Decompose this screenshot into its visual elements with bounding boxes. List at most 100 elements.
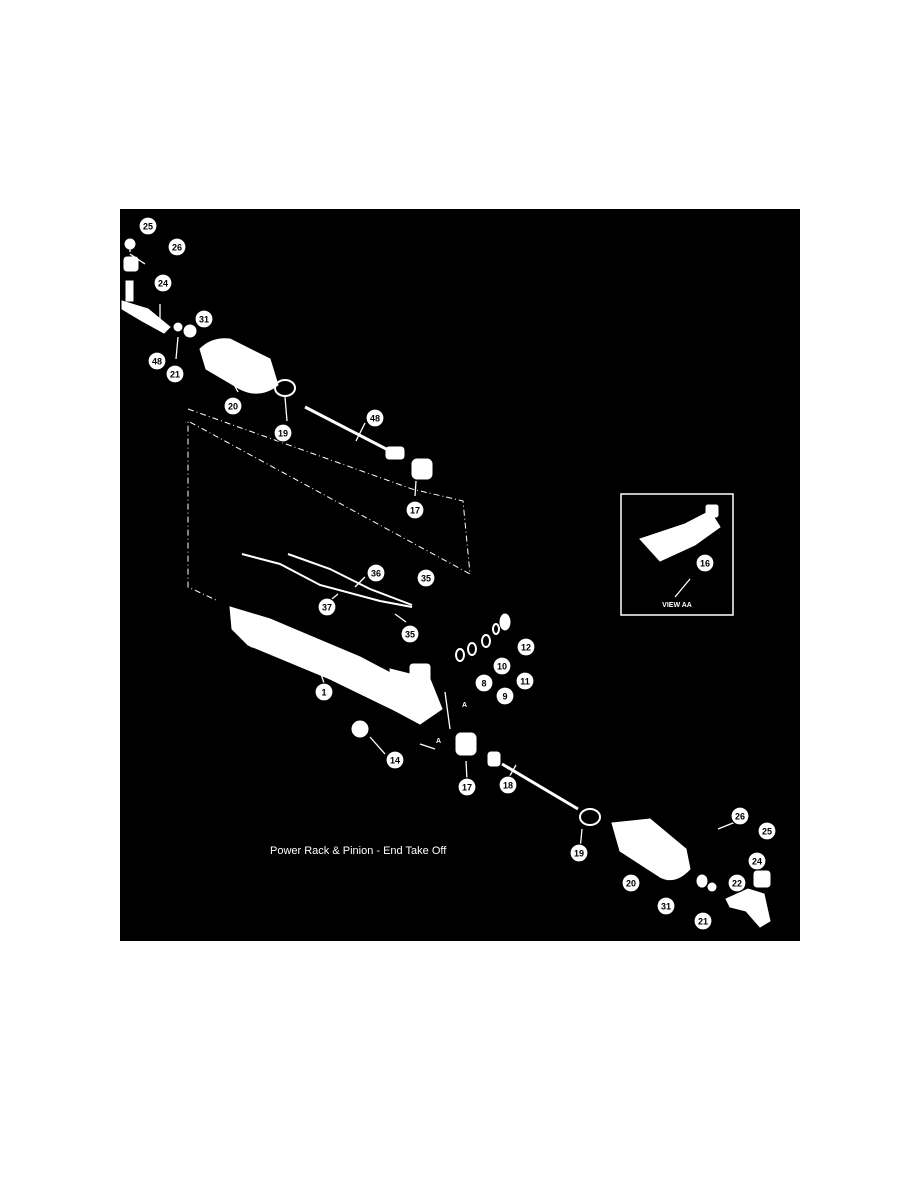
callout-circle [223, 396, 243, 416]
callout-9: 9 [495, 686, 515, 706]
section-outline [187, 408, 471, 602]
callout-number: 25 [143, 222, 153, 232]
callout-number: 17 [410, 506, 420, 516]
callout-circle [365, 408, 385, 428]
callout-circle [621, 873, 641, 893]
callout-number: 35 [421, 574, 431, 584]
callout-number: 48 [370, 414, 380, 424]
view-aa-inset: VIEW AA [620, 493, 734, 616]
callout-circle [405, 500, 425, 520]
callout-14: 14 [385, 750, 405, 770]
callout-circle [400, 624, 420, 644]
callout-number: 24 [158, 279, 168, 289]
callout-number: 24 [752, 857, 762, 867]
callout-number: 11 [520, 677, 530, 687]
callout-number: 12 [521, 643, 531, 653]
callout-19: 19 [569, 843, 589, 863]
callout-20: 20 [223, 396, 243, 416]
callout-24: 24 [153, 273, 173, 293]
callout-number: 19 [278, 429, 288, 439]
section-marker-top: A [462, 702, 467, 709]
callout-26: 26 [167, 237, 187, 257]
callout-10: 10 [492, 656, 512, 676]
callout-circle [457, 777, 477, 797]
callout-circle [153, 273, 173, 293]
callout-circle [138, 216, 158, 236]
callout-circle [317, 597, 337, 617]
callout-circle [747, 851, 767, 871]
callout-circle [569, 843, 589, 863]
callout-number: 37 [322, 603, 332, 613]
callout-number: 21 [170, 370, 180, 380]
callout-number: 14 [390, 756, 400, 766]
hydraulic-feed-lines [241, 553, 413, 608]
callout-26: 26 [730, 806, 750, 826]
callout-circle [314, 682, 334, 702]
callout-number: 36 [371, 569, 381, 579]
figure-caption: Power Rack & Pinion - End Take Off [270, 845, 447, 857]
callout-25: 25 [138, 216, 158, 236]
callout-number: 25 [762, 827, 772, 837]
callout-20: 20 [621, 873, 641, 893]
lower-inner-tie-rod [455, 732, 579, 811]
callout-37: 37 [317, 597, 337, 617]
callout-circle [515, 671, 535, 691]
callout-circle [385, 750, 405, 770]
callout-22: 22 [727, 873, 747, 893]
callout-number: 8 [481, 679, 486, 689]
callout-circle [516, 637, 536, 657]
upper-inner-tie-rod [304, 405, 433, 480]
callout-number: 20 [626, 879, 636, 889]
section-marker-bottom: A [436, 738, 441, 745]
callout-21: 21 [165, 364, 185, 384]
callout-11: 11 [515, 671, 535, 691]
callout-number: 18 [503, 781, 513, 791]
callout-circle [495, 686, 515, 706]
pinion-seals [455, 613, 511, 662]
callout-number: 20 [228, 402, 238, 412]
callout-circle [693, 911, 713, 931]
callout-35: 35 [400, 624, 420, 644]
callout-circle [366, 563, 386, 583]
upper-tie-rod-end [121, 238, 171, 334]
callout-number: 31 [199, 315, 209, 325]
callout-17: 17 [405, 500, 425, 520]
callout-1: 1 [314, 682, 334, 702]
callout-number: 26 [172, 243, 182, 253]
section-arrows: A A [419, 691, 467, 750]
callout-circle [194, 309, 214, 329]
callout-18: 18 [498, 775, 518, 795]
callout-leaders [129, 244, 583, 851]
rack-housing [229, 606, 443, 725]
inset-label: VIEW AA [662, 602, 692, 609]
callout-number: 26 [735, 812, 745, 822]
callout-35: 35 [416, 568, 436, 588]
callout-circle [147, 351, 167, 371]
callout-48: 48 [147, 351, 167, 371]
callout-circle [165, 364, 185, 384]
callout-number: 16 [700, 559, 710, 569]
callout-number: 22 [732, 879, 742, 889]
callout-number: 35 [405, 630, 415, 640]
callout-number: 9 [502, 692, 507, 702]
callout-25: 25 [757, 821, 777, 841]
callout-number: 48 [152, 357, 162, 367]
callout-12: 12 [516, 637, 536, 657]
callout-17: 17 [457, 777, 477, 797]
callout-circle [416, 568, 436, 588]
callout-number: 31 [661, 902, 671, 912]
callout-circle [474, 673, 494, 693]
callout-24: 24 [747, 851, 767, 871]
callout-21: 21 [693, 911, 713, 931]
plug [351, 720, 369, 738]
callout-circle [695, 553, 715, 573]
callout-circle [273, 423, 293, 443]
callout-circle [757, 821, 777, 841]
callout-circle [656, 896, 676, 916]
callout-circle [492, 656, 512, 676]
callout-number: 21 [698, 917, 708, 927]
callout-circle [730, 806, 750, 826]
callout-number: 17 [462, 783, 472, 793]
callout-circle [498, 775, 518, 795]
callout-48: 48 [365, 408, 385, 428]
